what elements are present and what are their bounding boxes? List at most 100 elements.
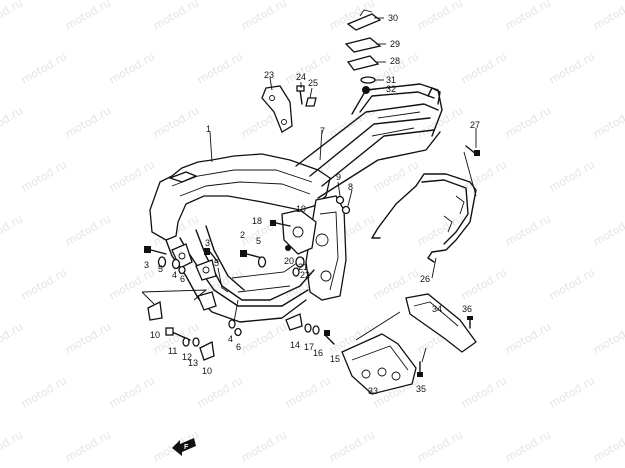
watermark-text-22: motod.ru [503,104,553,140]
watermark-text-67: motod.ru [239,428,289,464]
watermark-text-30: motod.ru [547,158,597,194]
watermark-text-16: motod.ru [0,104,25,140]
callout-c14: 14 [290,340,300,350]
callout-c32: 32 [386,84,396,94]
callout-c6b: 6 [236,342,241,352]
washer-8 [341,205,351,215]
leader-lines [141,17,477,363]
watermark-text-2: motod.ru [151,0,201,33]
main-frame [149,83,443,323]
callout-c9: 9 [336,172,341,182]
callout-c34: 34 [432,304,442,314]
watermark-text-69: motod.ru [415,428,465,464]
watermark-text-32: motod.ru [0,212,25,248]
watermark-text-68: motod.ru [327,428,377,464]
callout-c11: 11 [168,346,177,356]
watermark-text-61: motod.ru [459,374,509,410]
watermark-text-59: motod.ru [283,374,333,410]
washer-22 [292,267,300,277]
watermark-text-51: motod.ru [239,320,289,356]
nut-20 [285,245,291,251]
watermark-text-7: motod.ru [591,0,625,33]
callout-c22: 22 [300,270,310,280]
watermark-text-3: motod.ru [239,0,289,33]
watermark-text-58: motod.ru [195,374,245,410]
watermark-text-13: motod.ru [459,50,509,86]
callout-c7: 7 [320,126,325,136]
watermark-text-64: motod.ru [0,428,25,464]
side-cover-34 [405,293,477,353]
cushion-part [346,55,380,71]
watermark-text-17: motod.ru [63,104,113,140]
nut-32 [362,86,370,94]
watermark-text-28: motod.ru [371,158,421,194]
watermark-text-40: motod.ru [19,266,69,302]
nut-13 [192,337,200,347]
watermark-text-70: motod.ru [503,428,553,464]
parts-layer [144,9,480,395]
watermark-text-38: motod.ru [503,212,553,248]
callout-c20: 20 [284,256,294,266]
washer-5c [257,256,267,268]
nut-4b [228,319,236,329]
callout-c5b: 5 [256,236,261,246]
callout-c21: 21 [298,262,308,272]
spacer-21 [295,256,305,268]
watermark-text-48: motod.ru [0,320,25,356]
watermark-text-18: motod.ru [151,104,201,140]
rear-bracket-26 [415,173,477,253]
callout-c31: 31 [386,75,396,85]
bracket-10b [199,341,215,361]
watermark-text-6: motod.ru [503,0,553,33]
callout-c26: 26 [420,274,430,284]
watermark-text-39: motod.ru [591,212,625,248]
watermark-text-1: motod.ru [63,0,113,33]
watermark-text-65: motod.ru [63,428,113,464]
watermark-text-21: motod.ru [415,104,465,140]
watermark-text-56: motod.ru [19,374,69,410]
lower-cover-33 [341,333,417,395]
callout-c27: 27 [470,120,480,130]
watermark-text-24: motod.ru [19,158,69,194]
washer-6b [234,327,242,337]
front-arrow-icon: F [172,438,196,456]
nut-25 [305,97,317,107]
callout-c19: 19 [296,204,306,214]
washer-16 [312,325,320,335]
bolt-3a [144,246,151,253]
strap-part [346,13,382,31]
watermark-text-41: motod.ru [107,266,157,302]
bolt-3b [204,248,210,255]
washer-6a [178,265,186,275]
callout-c16: 16 [313,348,323,358]
callout-c35: 35 [416,384,426,394]
watermark-text-33: motod.ru [63,212,113,248]
callout-c1: 1 [206,124,211,134]
watermark-text-5: motod.ru [415,0,465,33]
callout-c15: 15 [330,354,340,364]
callout-c10b: 10 [202,366,212,376]
watermark-text-54: motod.ru [503,320,553,356]
callout-c17: 17 [304,342,314,352]
callout-c5c: 5 [214,258,219,268]
watermark-text-14: motod.ru [547,50,597,86]
watermark-text-71: motod.ru [591,428,625,464]
front-arrow-label: F [184,444,189,451]
bracket-14 [285,313,303,331]
callout-c13: 13 [188,358,198,368]
callout-c12: 12 [182,352,192,362]
callout-c6a: 6 [180,274,185,284]
watermark-text-0: motod.ru [0,0,25,33]
bracket-10a [147,301,163,321]
callout-c36: 36 [462,304,472,314]
callout-c2: 2 [240,230,245,240]
watermark-text-46: motod.ru [547,266,597,302]
callout-c33: 33 [368,386,378,396]
callout-c3a: 3 [144,260,149,270]
watermark-text-10: motod.ru [195,50,245,86]
callout-c8: 8 [348,182,353,192]
watermark-text-23: motod.ru [591,104,625,140]
callout-c4b: 4 [228,334,233,344]
washer-5a [157,256,167,268]
